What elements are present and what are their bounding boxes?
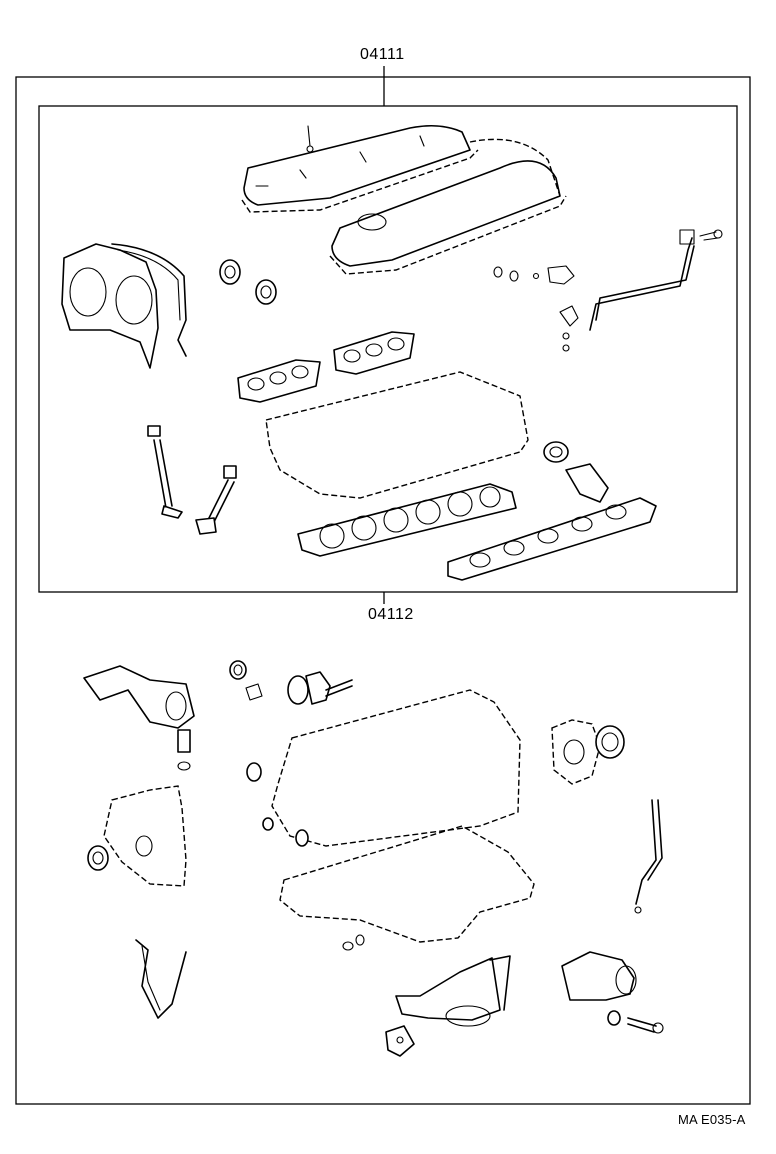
- front-oil-seal-gaskets: [229, 660, 353, 705]
- oil-pan-gasket-lower: [279, 825, 535, 943]
- small-fittings-top: [493, 265, 579, 352]
- camshaft-oil-seals: [219, 259, 277, 305]
- valves: [147, 425, 237, 535]
- timing-belt-guide: [135, 939, 187, 1019]
- timing-case-gasket: [87, 785, 187, 887]
- oil-pan-gasket-upper: [265, 371, 529, 499]
- water-inlet-pipe: [83, 665, 195, 771]
- dipstick-guide: [634, 799, 663, 914]
- intake-manifold-gaskets: [237, 331, 415, 403]
- oil-strainer: [385, 955, 511, 1057]
- water-outlet-top: [543, 441, 609, 503]
- oil-pump-body-gasket: [271, 689, 521, 847]
- water-outlet-housing: [561, 951, 664, 1034]
- rear-oil-seal-retainer: [551, 719, 625, 785]
- oil-pipe: [589, 229, 723, 331]
- frames: [15, 66, 751, 1105]
- outer-kit-frame: [15, 76, 751, 1105]
- timing-cover-gasket: [61, 243, 187, 369]
- inner-kit-frame: [38, 105, 738, 593]
- valve-cover-front: [241, 124, 479, 213]
- cylinder-head-gasket: [297, 483, 517, 557]
- figure-reference-code: MA E035-A: [678, 1112, 746, 1127]
- valve-cover-rear: [329, 138, 567, 275]
- exhaust-manifold-gasket: [447, 497, 657, 581]
- small-o-rings-bottom: [246, 762, 309, 847]
- drain-plug-and-washer: [342, 934, 365, 951]
- inner-kit-part-number: 04112: [368, 606, 414, 623]
- outer-kit-part-number: 04111: [360, 46, 405, 63]
